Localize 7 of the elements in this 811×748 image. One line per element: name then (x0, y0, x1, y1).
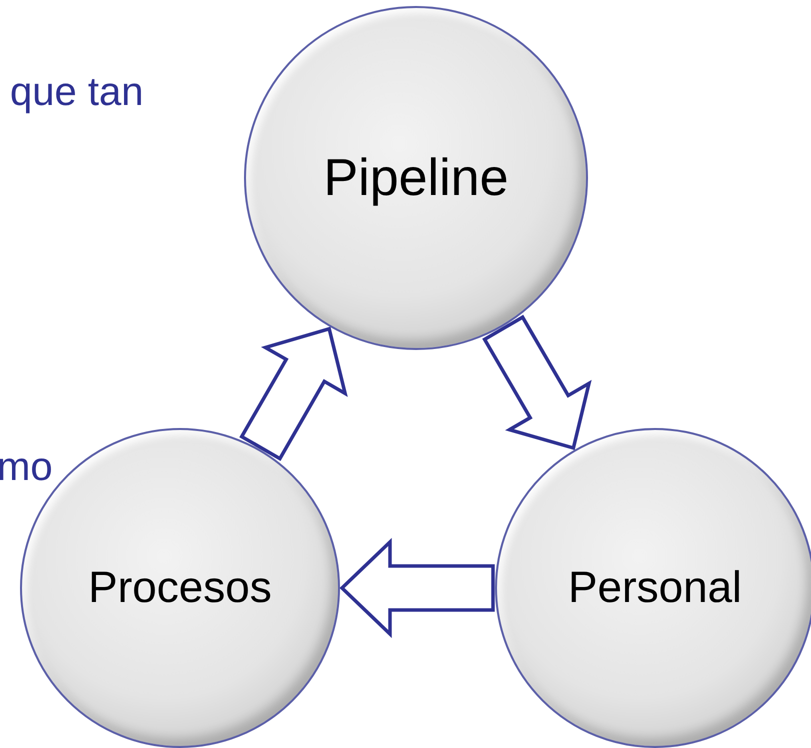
node-label: Personal (568, 563, 742, 613)
node-label: Pipeline (323, 148, 509, 208)
block-arrow (239, 326, 348, 461)
block-arrow (339, 538, 495, 638)
node-label: Procesos (88, 563, 272, 613)
block-arrow (482, 314, 592, 450)
text-fragment: que tan (10, 72, 144, 112)
